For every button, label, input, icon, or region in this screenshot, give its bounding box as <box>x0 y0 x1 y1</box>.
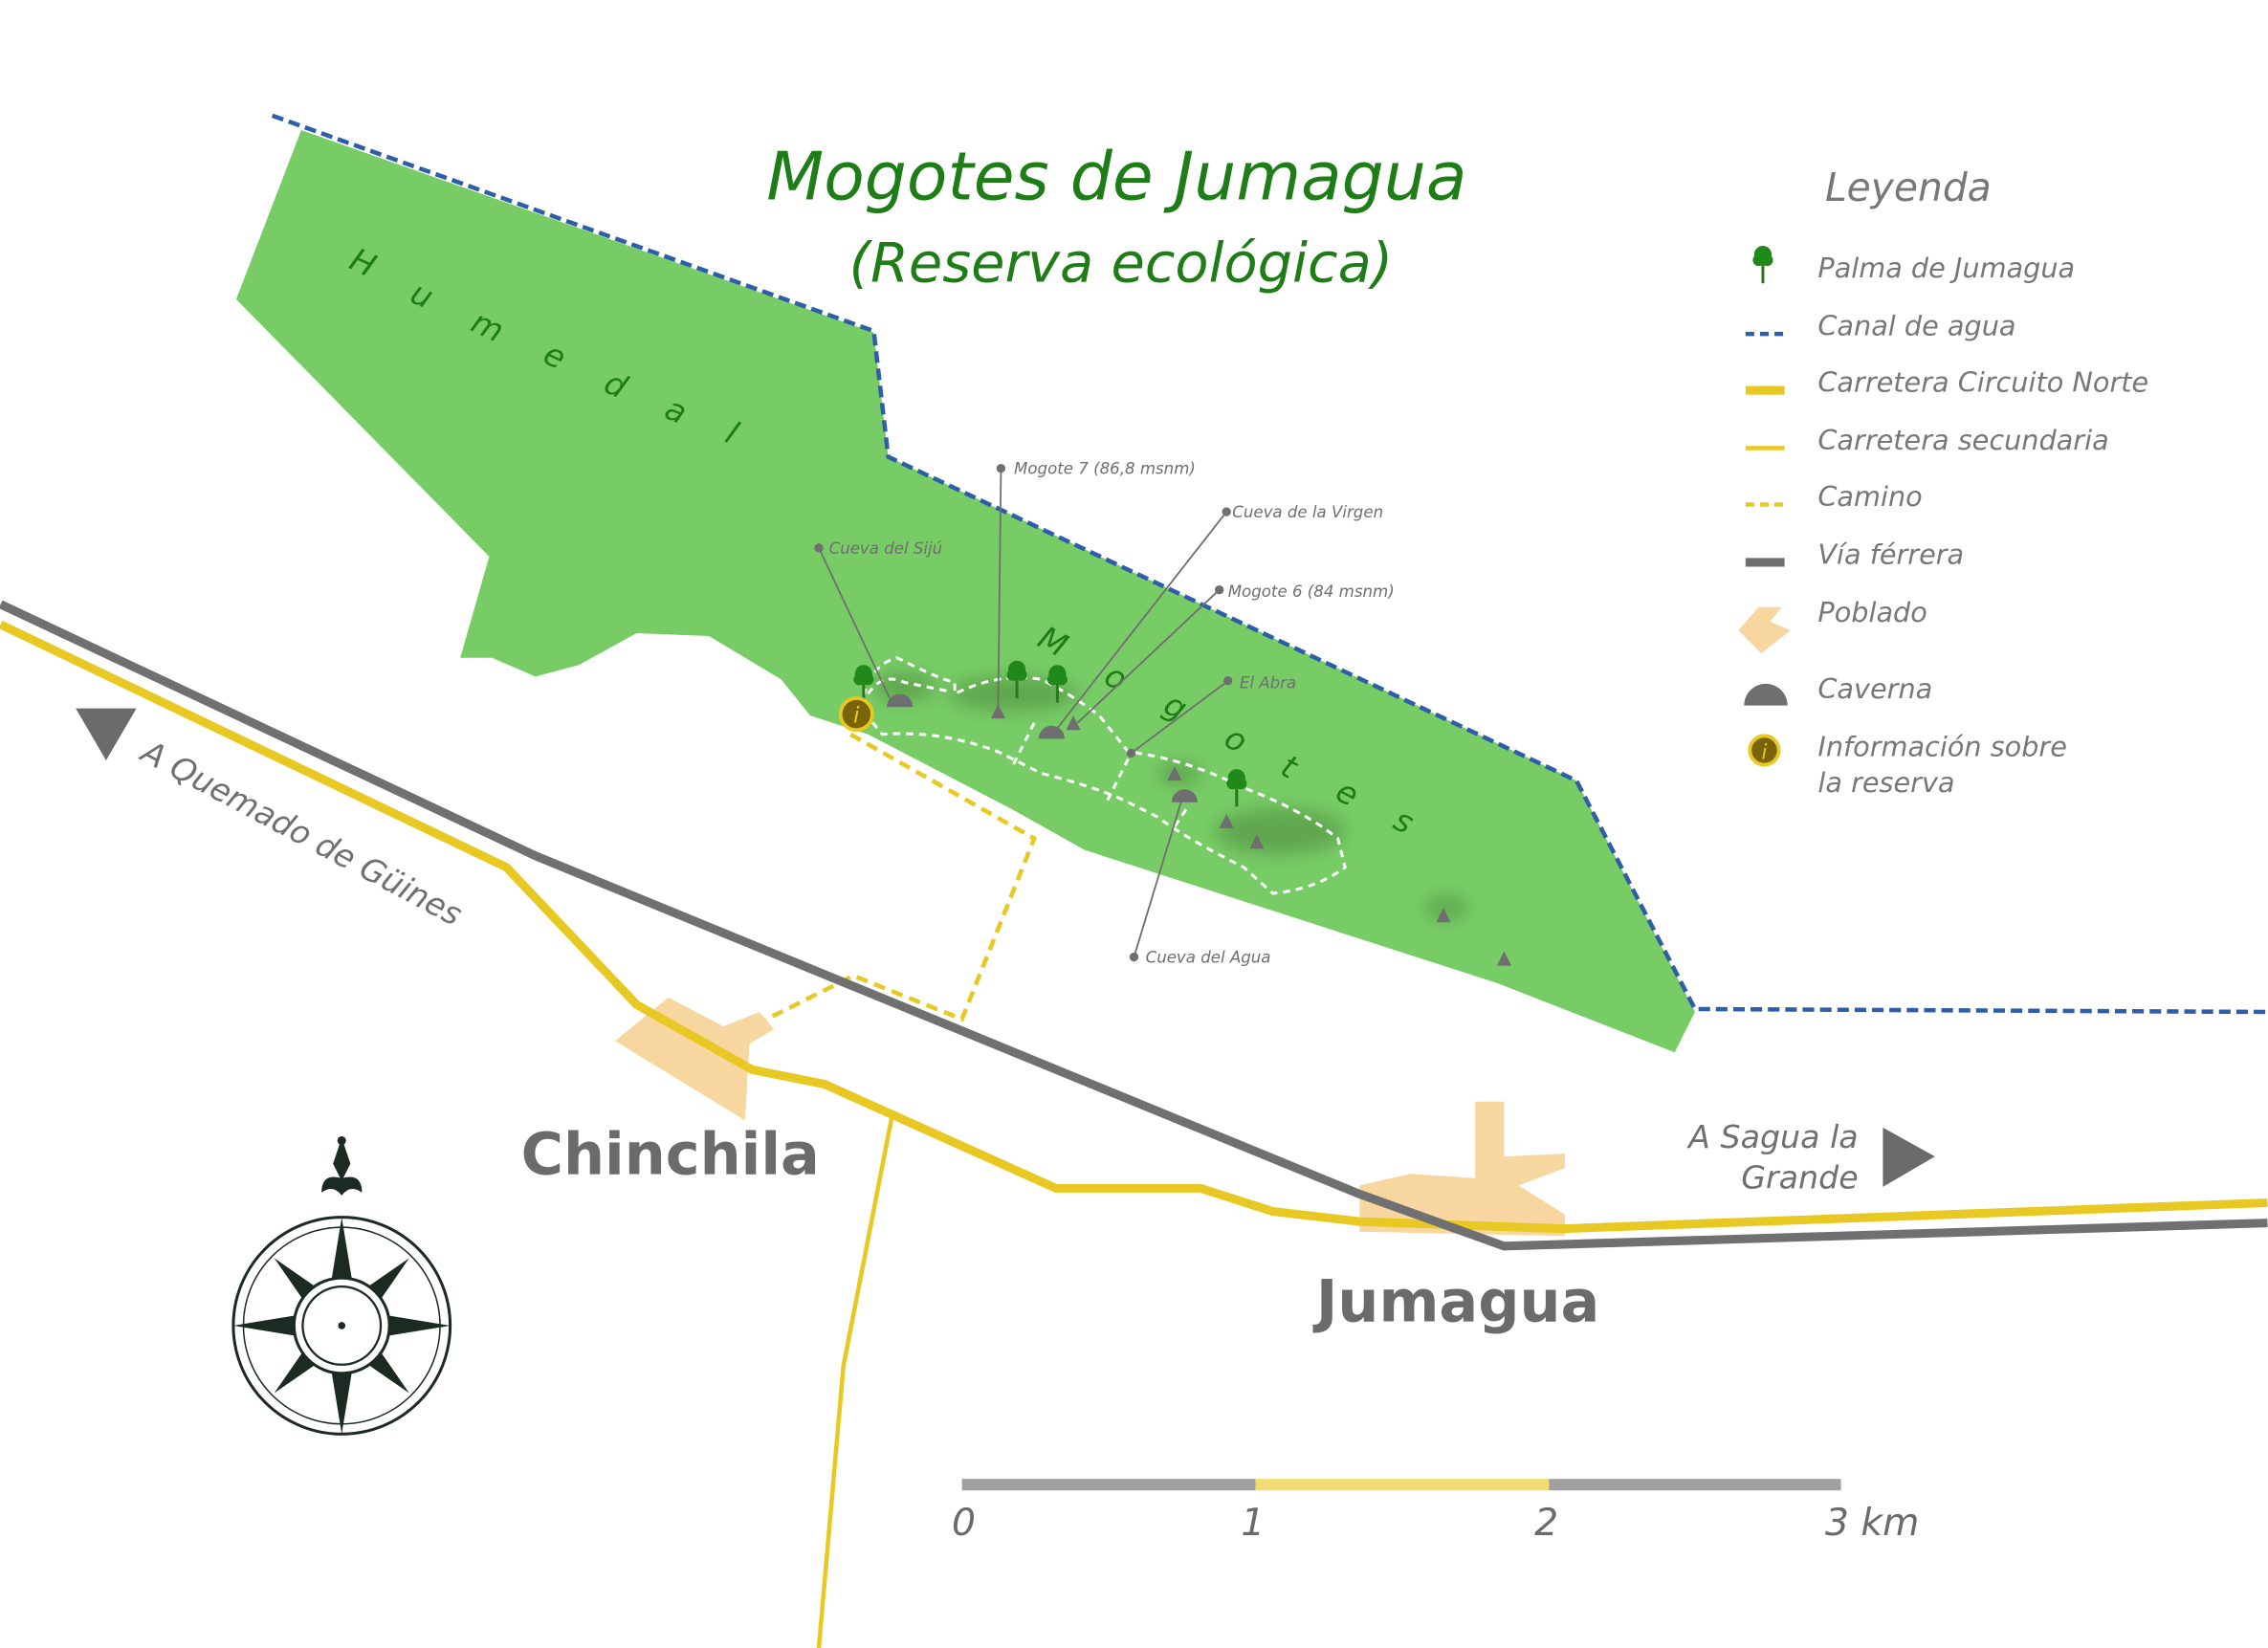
scale-tick: 3 km <box>1825 1502 1920 1545</box>
legend-label: Información sobre <box>1817 730 2067 762</box>
water-canal <box>271 113 2268 1015</box>
legend-label: Caverna <box>1817 672 1932 705</box>
direction-label-sagua-line1: A Sagua la <box>1686 1118 1859 1155</box>
peak-markers <box>990 704 1511 966</box>
label-mogote-6: Mogote 6 (84 msnm) <box>1228 582 1395 601</box>
legend-title: Leyenda <box>1825 165 1992 210</box>
legend-label: Poblado <box>1817 596 1927 628</box>
legend-label: Palma de Jumagua <box>1817 252 2075 284</box>
legend-label: Vía férrera <box>1817 538 1964 570</box>
legend-label: Canal de agua <box>1817 310 2015 342</box>
scale-bar: 0 1 2 3 km <box>952 1479 1919 1545</box>
label-cueva-sijú: Cueva del Sijú <box>829 539 943 558</box>
town-label-jumagua: Jumagua <box>1312 1268 1599 1335</box>
label-mogote-7: Mogote 7 (86,8 msnm) <box>1014 460 1196 478</box>
reserve-trails <box>859 656 1347 895</box>
town-chinchila-shape <box>614 997 775 1121</box>
direction-label-quemado: A Quemado de Güines <box>134 732 468 933</box>
label-el-abra: El Abra <box>1240 673 1296 692</box>
info-glyph: i <box>853 704 860 729</box>
map-title: Mogotes de Jumagua <box>766 139 1466 216</box>
peak-icon <box>1496 951 1511 966</box>
secondary-road <box>816 1112 895 1648</box>
cave-icon <box>1171 789 1199 802</box>
scale-tick: 2 <box>1534 1502 1558 1545</box>
main-road <box>0 620 2268 1234</box>
cave-icon <box>887 693 914 708</box>
dirt-path <box>751 732 1038 1029</box>
legend-label: la reserva <box>1817 766 1954 799</box>
peak-icon <box>1436 908 1451 923</box>
peak-icon <box>1219 813 1234 829</box>
direction-arrow-west-icon <box>76 708 137 760</box>
annotation-leaders <box>814 464 1233 962</box>
scale-tick: 1 <box>1241 1502 1265 1545</box>
direction-label-sagua-line2: Grande <box>1741 1158 1858 1196</box>
map-subtitle: (Reserva ecológica) <box>849 231 1394 296</box>
palm-icon <box>1751 244 1775 285</box>
town-label-chinchila: Chinchila <box>521 1121 820 1188</box>
direction-arrow-east-icon <box>1883 1127 1935 1187</box>
scale-tick: 0 <box>952 1502 976 1545</box>
label-cueva-agua: Cueva del Agua <box>1146 949 1271 967</box>
peak-icon <box>1167 766 1182 781</box>
peak-icon <box>1249 834 1265 849</box>
legend: Leyenda Palma de Jumagua Canal de agua C… <box>1738 165 2148 799</box>
peak-icon <box>990 704 1005 719</box>
railway <box>0 600 2268 1251</box>
cave-markers <box>887 693 1199 802</box>
compass-rose-icon <box>231 1135 452 1436</box>
reserve-info-marker[interactable]: i <box>838 696 874 733</box>
peak-icon <box>1066 715 1081 731</box>
town-jumagua-shape <box>1359 1101 1565 1237</box>
town-shape-icon <box>1738 606 1791 654</box>
info-icon <box>1748 734 1781 767</box>
info-icon[interactable] <box>838 696 874 733</box>
legend-label: Camino <box>1817 480 1922 513</box>
cave-icon <box>1744 683 1788 706</box>
cave-icon <box>1038 725 1065 739</box>
legend-label: Carretera Circuito Norte <box>1817 366 2148 399</box>
label-cueva-virgen: Cueva de la Virgen <box>1232 503 1383 521</box>
info-glyph: i <box>1762 739 1768 763</box>
legend-label: Carretera secundaria <box>1817 424 2108 456</box>
